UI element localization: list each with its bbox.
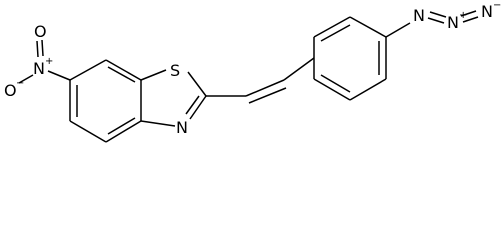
bond-benzo-1 bbox=[69, 59, 107, 81]
bond-benzo-4 bbox=[105, 120, 142, 143]
bond-phenyl-2-inner bbox=[320, 24, 351, 42]
charge-azide-nitrogen-2-plus: + bbox=[459, 10, 467, 21]
atom-azide-nitrogen-3: N bbox=[481, 2, 493, 21]
charge-azide-nitrogen-3-minus: − bbox=[493, 0, 501, 11]
bond-azide-n2-n3-b bbox=[460, 10, 477, 17]
bond-azide-ring bbox=[385, 22, 411, 38]
bond-azide-n2-n3-a bbox=[462, 16, 479, 23]
atom-nitro-oxygen-top: O bbox=[34, 22, 47, 41]
bond-benzo-5 bbox=[69, 120, 107, 143]
chemical-structure-diagram: O N O S N N N N + − + − bbox=[4, 0, 501, 143]
bond-lines bbox=[18, 10, 479, 143]
bond-phenyl-5 bbox=[349, 78, 387, 101]
atom-azide-nitrogen-2: N bbox=[447, 13, 459, 32]
bond-thiazole-c-s bbox=[140, 69, 167, 81]
bond-vinyl-3 bbox=[283, 57, 315, 81]
bond-nitro-n-ring bbox=[47, 70, 71, 81]
atom-nitro-oxygen-bottom: O bbox=[4, 81, 17, 100]
bond-thiazole-n-c bbox=[140, 120, 176, 127]
charge-nitro-oxygen-minus: − bbox=[16, 78, 24, 89]
bond-nitro-n-o-top-a bbox=[36, 40, 39, 58]
charge-labels: + − + − bbox=[16, 0, 501, 89]
atom-ring-nitrogen: N bbox=[176, 118, 188, 137]
atom-nitro-nitrogen: N bbox=[33, 59, 45, 78]
bond-thiazole-c2-n-b bbox=[185, 95, 200, 115]
bond-vinyl-2 bbox=[245, 79, 285, 97]
bond-benzo-2 bbox=[105, 59, 142, 81]
bond-nitro-n-o-bottom bbox=[18, 74, 34, 84]
atom-labels: O N O S N N N N bbox=[4, 2, 493, 137]
bond-vinyl-2-inner bbox=[248, 87, 287, 104]
bond-azide-n1-n2-a bbox=[427, 17, 445, 24]
bond-nitro-n-o-top-b bbox=[41, 39, 44, 57]
atom-ring-sulfur: S bbox=[170, 61, 180, 80]
bond-thiazole-s-c2 bbox=[187, 71, 207, 97]
bond-phenyl-3 bbox=[349, 16, 387, 38]
bond-phenyl-6 bbox=[313, 78, 351, 101]
atom-azide-nitrogen-1: N bbox=[413, 6, 425, 25]
bond-azide-n1-n2-b bbox=[429, 11, 447, 18]
bond-thiazole-c2-n-a bbox=[189, 95, 207, 120]
bond-benzo-4-inner bbox=[107, 117, 136, 135]
bond-benzo-2-inner bbox=[107, 66, 136, 83]
bond-phenyl-6-inner bbox=[320, 74, 351, 93]
charge-nitro-nitrogen-plus: + bbox=[45, 56, 53, 67]
bond-phenyl-2 bbox=[313, 16, 351, 38]
